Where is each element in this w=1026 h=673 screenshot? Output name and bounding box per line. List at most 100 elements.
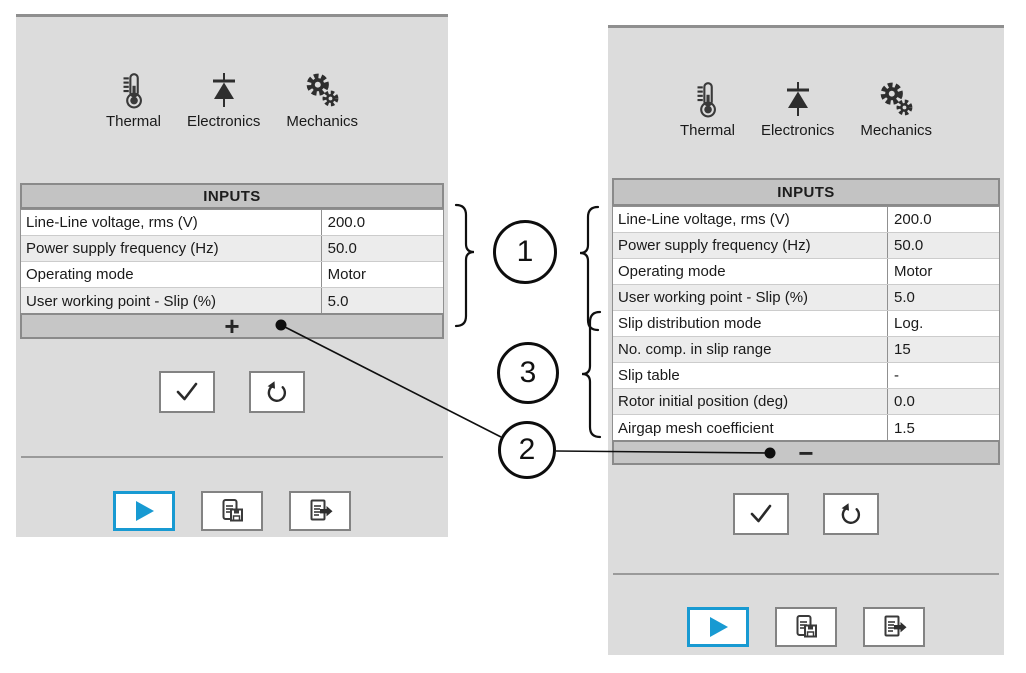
row-value-field[interactable]: Motor	[320, 262, 443, 287]
module-label: Mechanics	[860, 122, 933, 139]
row-label: Slip table	[618, 367, 680, 384]
row-label: Operating mode	[26, 266, 134, 283]
callout-number: 3	[519, 356, 537, 389]
row-label: No. comp. in slip range	[618, 341, 772, 358]
thermometer-icon	[123, 73, 143, 109]
table-row: User working point - Slip (%) 5.0	[613, 285, 999, 311]
row-value-field[interactable]: Log.	[887, 311, 999, 336]
inputs-panel-collapsed: Thermal Electronics Mechanics INPUTS	[16, 14, 448, 537]
row-value-field[interactable]: Motor	[887, 259, 999, 284]
check-icon	[750, 504, 772, 523]
inputs-panel-expanded: Thermal Electronics Mechanics INPUTS	[608, 25, 1004, 655]
module-thermal[interactable]: Thermal	[106, 71, 161, 130]
export-button[interactable]	[289, 491, 351, 531]
report-button[interactable]	[201, 491, 263, 531]
table-row: Power supply frequency (Hz) 50.0	[613, 233, 999, 259]
row-label: Line-Line voltage, rms (V)	[26, 214, 198, 231]
table-row: User working point - Slip (%) 5.0	[21, 288, 443, 314]
module-bar: Thermal Electronics Mechanics	[16, 71, 448, 130]
module-label: Thermal	[105, 113, 161, 130]
confirm-button[interactable]	[733, 493, 789, 535]
table-row: Line-Line voltage, rms (V) 200.0	[613, 207, 999, 233]
inputs-table: Line-Line voltage, rms (V) 200.0 Power s…	[20, 209, 444, 315]
row-value-field[interactable]: 5.0	[320, 288, 443, 314]
export-icon	[310, 499, 332, 520]
row-value-field[interactable]: 1.5	[887, 415, 999, 441]
row-value-field[interactable]: 5.0	[887, 285, 999, 310]
row-label: Operating mode	[618, 263, 726, 280]
thermometer-icon	[697, 82, 717, 118]
row-label: Power supply frequency (Hz)	[26, 240, 219, 257]
plus-icon: +	[224, 311, 240, 341]
row-value-field[interactable]: 0.0	[887, 389, 999, 414]
row-value-field[interactable]: 50.0	[887, 233, 999, 258]
run-export-buttons	[608, 607, 1004, 647]
callout-number: 1	[516, 235, 534, 268]
table-row: Rotor initial position (deg) 0.0	[613, 389, 999, 415]
save-report-icon	[796, 614, 817, 637]
module-thermal[interactable]: Thermal	[680, 80, 735, 139]
table-row: Slip table -	[613, 363, 999, 389]
row-value-field[interactable]: -	[887, 363, 999, 388]
brace-right-rows-extra	[581, 310, 602, 439]
callout-number: 2	[518, 433, 536, 466]
row-label: Slip distribution mode	[618, 315, 762, 332]
table-row: Line-Line voltage, rms (V) 200.0	[21, 210, 443, 236]
inputs-table: Line-Line voltage, rms (V) 200.0 Power s…	[612, 206, 1000, 442]
module-electronics[interactable]: Electronics	[187, 71, 260, 130]
brace-left-rows	[454, 203, 475, 328]
undo-arrow-icon	[267, 381, 287, 402]
diode-icon	[212, 73, 235, 107]
collapse-rows-bar[interactable]: −	[612, 437, 1000, 468]
inputs-header: INPUTS	[20, 183, 444, 209]
undo-arrow-icon	[841, 503, 861, 524]
row-value-field[interactable]: 50.0	[320, 236, 443, 261]
table-row: Slip distribution mode Log.	[613, 311, 999, 337]
module-mechanics[interactable]: Mechanics	[860, 80, 932, 139]
export-button[interactable]	[863, 607, 925, 647]
callout-circle-1: 1	[493, 220, 557, 284]
reset-button[interactable]	[823, 493, 879, 535]
run-button[interactable]	[687, 607, 749, 647]
row-value-field[interactable]: 200.0	[887, 207, 999, 232]
callout-circle-3: 3	[497, 342, 559, 404]
module-bar: Thermal Electronics Mechanics	[608, 80, 1004, 139]
play-icon	[710, 617, 728, 637]
row-label: User working point - Slip (%)	[26, 292, 217, 310]
run-button[interactable]	[113, 491, 175, 531]
confirm-button[interactable]	[159, 371, 215, 413]
module-label: Electronics	[760, 122, 835, 139]
row-label: Rotor initial position (deg)	[618, 393, 789, 410]
module-mechanics[interactable]: Mechanics	[286, 71, 358, 130]
row-value-field[interactable]: 200.0	[320, 210, 443, 235]
module-label: Mechanics	[286, 113, 359, 130]
table-row: Airgap mesh coefficient 1.5	[613, 415, 999, 441]
table-row: No. comp. in slip range 15	[613, 337, 999, 363]
export-icon	[884, 615, 906, 636]
brace-right-rows-top	[579, 205, 600, 332]
save-report-icon	[222, 498, 243, 521]
table-row: Operating mode Motor	[21, 262, 443, 288]
expand-rows-bar[interactable]: +	[20, 313, 444, 339]
row-value-field[interactable]: 15	[887, 337, 999, 362]
report-button[interactable]	[775, 607, 837, 647]
table-action-buttons	[608, 493, 1004, 535]
row-label: Power supply frequency (Hz)	[618, 237, 811, 254]
minus-icon: −	[798, 437, 814, 468]
run-export-buttons	[16, 491, 448, 531]
module-electronics[interactable]: Electronics	[761, 80, 834, 139]
inputs-header: INPUTS	[612, 178, 1000, 206]
check-icon	[176, 382, 198, 401]
row-label: User working point - Slip (%)	[618, 289, 809, 306]
reset-button[interactable]	[249, 371, 305, 413]
gears-icon	[306, 73, 339, 107]
module-label: Thermal	[679, 122, 735, 139]
table-row: Power supply frequency (Hz) 50.0	[21, 236, 443, 262]
row-label: Line-Line voltage, rms (V)	[618, 211, 790, 228]
callout-circle-2: 2	[498, 421, 556, 479]
table-row: Operating mode Motor	[613, 259, 999, 285]
module-label: Electronics	[186, 113, 261, 130]
row-label: Airgap mesh coefficient	[618, 419, 774, 437]
table-action-buttons	[16, 371, 448, 413]
gears-icon	[880, 82, 913, 116]
